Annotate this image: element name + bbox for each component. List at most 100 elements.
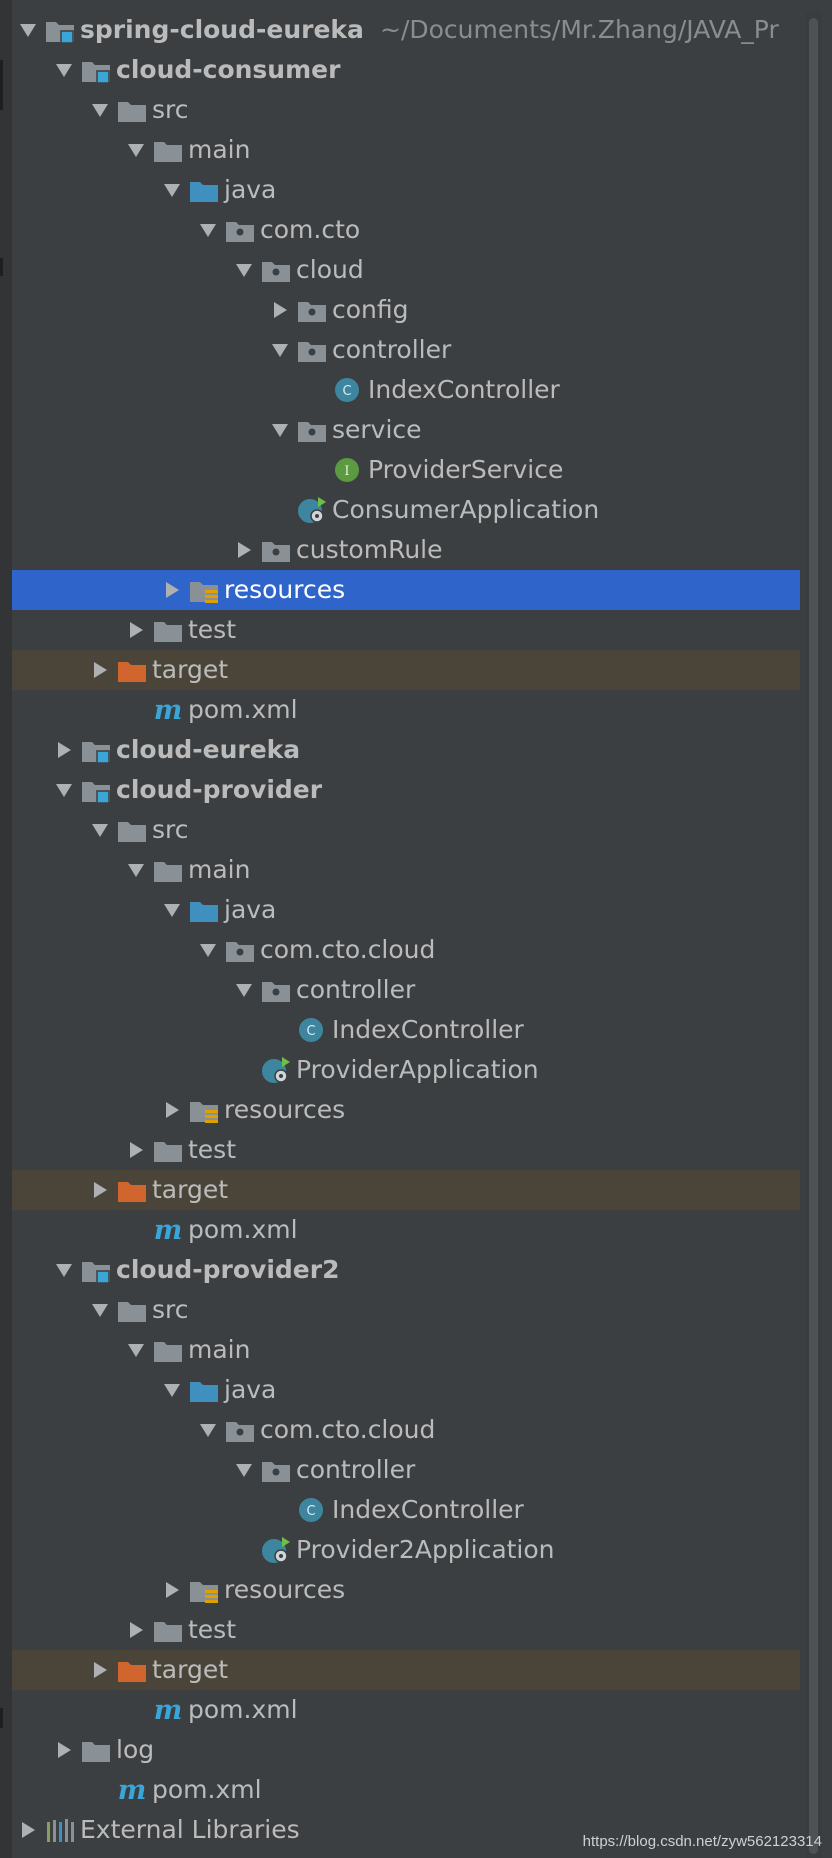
tree-item[interactable]: cloud — [12, 250, 800, 290]
expand-arrow-down-icon[interactable] — [268, 410, 292, 450]
tree-item[interactable]: resources — [12, 570, 800, 610]
tree-item[interactable]: com.cto — [12, 210, 800, 250]
expand-arrow-down-icon[interactable] — [196, 930, 220, 970]
tree-item[interactable]: cloud-eureka — [12, 730, 800, 770]
collapse-arrow-right-icon[interactable] — [124, 1610, 148, 1650]
tree-item[interactable]: com.cto.cloud — [12, 930, 800, 970]
tree-item-label: controller — [332, 335, 452, 364]
tree-item[interactable]: log — [12, 1730, 800, 1770]
collapse-arrow-right-icon[interactable] — [160, 570, 184, 610]
expand-arrow-down-icon[interactable] — [88, 810, 112, 850]
tree-item-label: main — [188, 1335, 251, 1364]
tree-item[interactable]: test — [12, 1130, 800, 1170]
tree-item[interactable]: customRule — [12, 530, 800, 570]
collapse-arrow-right-icon[interactable] — [160, 1090, 184, 1130]
expand-arrow-down-icon[interactable] — [52, 50, 76, 90]
tree-item[interactable]: ConsumerApplication — [12, 490, 800, 530]
tree-item[interactable]: src — [12, 810, 800, 850]
expand-arrow-down-icon[interactable] — [196, 210, 220, 250]
expand-arrow-down-icon[interactable] — [196, 1410, 220, 1450]
tree-item[interactable]: src — [12, 1290, 800, 1330]
tree-item[interactable]: main — [12, 1330, 800, 1370]
collapse-arrow-right-icon[interactable] — [268, 290, 292, 330]
tree-item[interactable]: java — [12, 890, 800, 930]
expand-arrow-down-icon[interactable] — [52, 770, 76, 810]
folder-icon — [80, 1736, 112, 1764]
tree-item[interactable]: target — [12, 1170, 800, 1210]
module-folder-icon — [80, 736, 112, 764]
folder-icon — [116, 96, 148, 124]
tree-item[interactable]: main — [12, 130, 800, 170]
scrollbar-thumb[interactable] — [809, 18, 818, 1854]
tree-item[interactable]: target — [12, 650, 800, 690]
collapse-arrow-right-icon[interactable] — [88, 1650, 112, 1690]
collapse-arrow-right-icon[interactable] — [124, 610, 148, 650]
tree-item[interactable]: test — [12, 1610, 800, 1650]
expand-arrow-down-icon[interactable] — [88, 1290, 112, 1330]
tree-item-label: pom.xml — [152, 1775, 262, 1804]
tree-item[interactable]: src — [12, 90, 800, 130]
expand-arrow-down-icon[interactable] — [268, 330, 292, 370]
collapse-arrow-right-icon[interactable] — [16, 1810, 40, 1850]
collapse-arrow-right-icon[interactable] — [52, 730, 76, 770]
tree-item[interactable]: test — [12, 610, 800, 650]
tree-item[interactable]: controller — [12, 970, 800, 1010]
tree-item[interactable]: resources — [12, 1090, 800, 1130]
collapse-arrow-right-icon[interactable] — [124, 1130, 148, 1170]
tree-item[interactable]: cloud-provider2 — [12, 1250, 800, 1290]
tree-item[interactable]: cloud-consumer — [12, 50, 800, 90]
tree-item[interactable]: com.cto.cloud — [12, 1410, 800, 1450]
tree-item[interactable]: controller — [12, 330, 800, 370]
tree-item[interactable]: spring-cloud-eureka~/Documents/Mr.Zhang/… — [12, 10, 800, 50]
expand-arrow-down-icon[interactable] — [160, 890, 184, 930]
expand-arrow-down-icon[interactable] — [232, 1450, 256, 1490]
collapse-arrow-right-icon[interactable] — [88, 1170, 112, 1210]
svg-text:C: C — [306, 1024, 315, 1039]
tree-item[interactable]: target — [12, 1650, 800, 1690]
project-tree: spring-cloud-eureka~/Documents/Mr.Zhang/… — [12, 10, 800, 1850]
vertical-scrollbar[interactable] — [805, 12, 822, 1858]
tree-item[interactable]: service — [12, 410, 800, 450]
tree-item-label: controller — [296, 975, 416, 1004]
expand-arrow-down-icon[interactable] — [16, 10, 40, 50]
collapse-arrow-right-icon[interactable] — [52, 1730, 76, 1770]
expand-arrow-down-icon[interactable] — [124, 1330, 148, 1370]
tree-item-label: resources — [224, 575, 346, 604]
tree-item[interactable]: config — [12, 290, 800, 330]
tree-item-label: ProviderApplication — [296, 1055, 539, 1084]
tree-item[interactable]: main — [12, 850, 800, 890]
folder-icon — [152, 856, 184, 884]
folder-icon — [152, 1616, 184, 1644]
tree-item[interactable]: Provider2Application — [12, 1530, 800, 1570]
expand-arrow-down-icon[interactable] — [52, 1250, 76, 1290]
expand-arrow-down-icon[interactable] — [232, 250, 256, 290]
expand-arrow-down-icon[interactable] — [232, 970, 256, 1010]
expand-arrow-down-icon[interactable] — [160, 170, 184, 210]
collapse-arrow-right-icon[interactable] — [88, 650, 112, 690]
tree-item-label: service — [332, 415, 422, 444]
tree-item[interactable]: cloud-provider — [12, 770, 800, 810]
expand-arrow-down-icon[interactable] — [88, 90, 112, 130]
tree-item-label: src — [152, 95, 189, 124]
expand-arrow-down-icon[interactable] — [124, 850, 148, 890]
expand-arrow-down-icon[interactable] — [160, 1370, 184, 1410]
collapse-arrow-right-icon[interactable] — [232, 530, 256, 570]
tree-item[interactable]: External Libraries — [12, 1810, 800, 1850]
tree-item[interactable]: java — [12, 170, 800, 210]
collapse-arrow-right-icon[interactable] — [160, 1570, 184, 1610]
excluded-folder-icon — [116, 1176, 148, 1204]
tree-item[interactable]: java — [12, 1370, 800, 1410]
expand-arrow-down-icon[interactable] — [124, 130, 148, 170]
tree-item[interactable]: resources — [12, 1570, 800, 1610]
tree-item[interactable]: ProviderApplication — [12, 1050, 800, 1090]
package-icon — [224, 936, 256, 964]
tree-item[interactable]: controller — [12, 1450, 800, 1490]
